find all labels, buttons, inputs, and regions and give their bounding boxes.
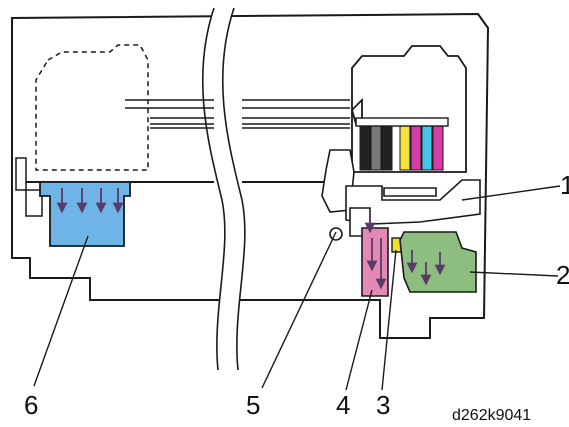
leader-line-6 bbox=[33, 235, 89, 387]
leader-line-1 bbox=[461, 185, 561, 201]
printer-body bbox=[11, 12, 490, 339]
break-lines bbox=[201, 7, 246, 371]
leader-line-5 bbox=[261, 231, 337, 389]
leader-line-2 bbox=[469, 271, 559, 277]
callout-4: 4 bbox=[336, 390, 350, 420]
green-waste-tank bbox=[399, 231, 477, 293]
blue-waste-tank bbox=[39, 181, 131, 247]
leader-line-3 bbox=[381, 249, 397, 391]
callout-6: 6 bbox=[24, 390, 38, 420]
carriage-dashed-outline bbox=[35, 44, 149, 171]
callout-1: 1 bbox=[560, 170, 569, 200]
ink-cartridges bbox=[355, 117, 449, 171]
callout-3: 3 bbox=[376, 390, 390, 420]
leader-lines bbox=[33, 185, 561, 391]
purge-mechanism bbox=[321, 149, 481, 241]
pink-waste-tank bbox=[361, 212, 389, 297]
callout-5: 5 bbox=[246, 390, 260, 420]
leader-line-4 bbox=[345, 289, 373, 391]
figure-code: d262k9041 bbox=[452, 407, 531, 424]
callout-2: 2 bbox=[556, 260, 569, 290]
left-side-parts bbox=[15, 157, 43, 217]
